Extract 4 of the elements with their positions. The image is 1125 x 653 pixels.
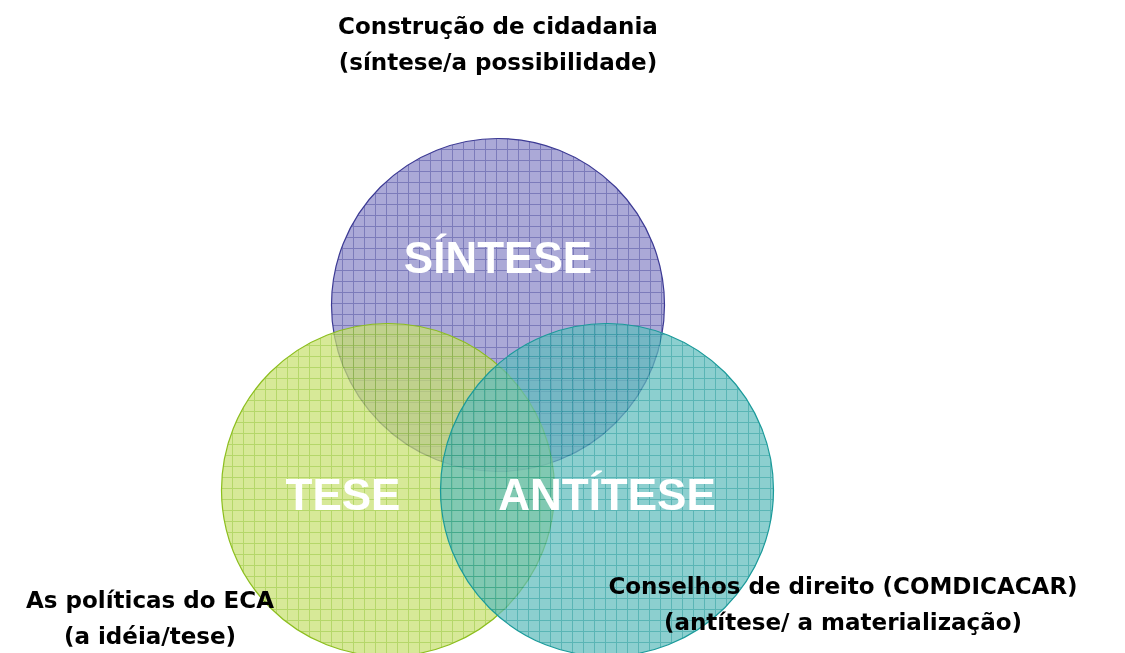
circle-label: TESE — [285, 470, 401, 520]
circle-caption: Construção de cidadania (síntese/a possibilidade) — [337, 12, 659, 77]
circle-label: ANTÍTESE — [498, 470, 716, 520]
circle-label: SÍNTESE — [403, 233, 593, 283]
